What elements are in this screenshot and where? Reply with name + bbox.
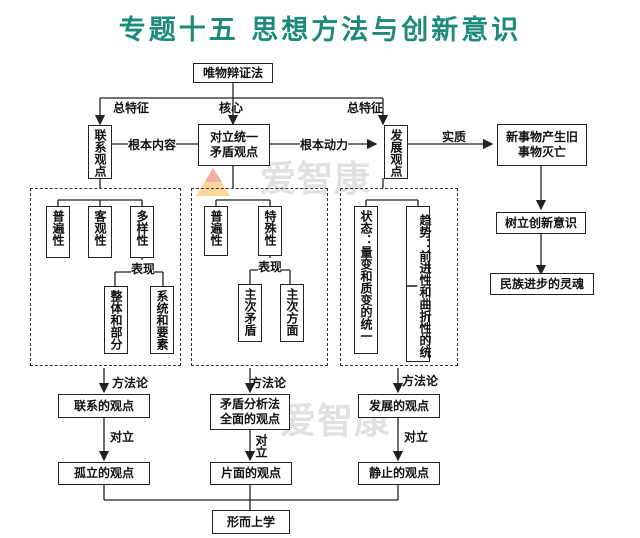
oppose-label-right: 对立 (404, 430, 429, 444)
label-left-feature: 总特征 (113, 101, 150, 115)
contradiction-group (191, 188, 328, 366)
innovation-node: 树立创新意识 (496, 212, 586, 234)
development-view-node: 发展观点 (384, 125, 408, 179)
state-node: 状态：量变和质变的统一 (354, 206, 378, 354)
link-method-node: 联系的观点 (58, 394, 150, 418)
manifest-label-left: 表现 (131, 260, 156, 277)
label-fundamental-power: 根本动力 (300, 136, 349, 153)
label-basic-content: 根本内容 (128, 136, 177, 153)
one-sided-node: 片面的观点 (210, 462, 292, 485)
universal-node-2: 普遍性 (204, 206, 228, 256)
whole-part-node: 整体和部分 (104, 286, 128, 354)
development-group (340, 188, 458, 366)
static-view-node: 静止的观点 (358, 462, 440, 485)
particular-node: 特殊性 (258, 206, 282, 256)
link-group (30, 188, 181, 366)
diverse-node: 多样性 (130, 206, 154, 258)
watermark-top: 爱智康 (260, 159, 372, 200)
main-secondary-contra-node: 主次矛盾 (238, 284, 262, 342)
contradiction-view-label: 对立统一矛盾观点 (209, 130, 258, 159)
contra-analysis-label: 矛盾分析法全面的观点 (219, 397, 280, 426)
trend-node: 趋势：前进性和曲折性的统一 (404, 206, 432, 362)
root-node: 唯物辩证法 (193, 63, 273, 83)
methodology-label-right: 方法论 (402, 374, 439, 388)
oppose-label-mid: 对立 (254, 434, 268, 458)
link-view-node: 联系观点 (88, 125, 112, 179)
isolated-view-node: 孤立的观点 (58, 462, 150, 485)
methodology-label-left: 方法论 (112, 376, 149, 390)
national-soul-node: 民族进步的灵魂 (490, 273, 594, 295)
contradiction-view-node: 对立统一矛盾观点 (198, 124, 270, 166)
universal-node-1: 普遍性 (46, 206, 70, 258)
oppose-label-left: 对立 (110, 430, 135, 444)
new-things-node: 新事物产生旧事物灭亡 (497, 124, 587, 166)
system-element-node: 系统和要素 (150, 286, 174, 354)
manifest-label-mid: 表现 (258, 258, 283, 275)
contra-analysis-node: 矛盾分析法全面的观点 (210, 394, 290, 430)
root-node-label: 唯物辩证法 (202, 65, 263, 80)
label-essence: 实质 (442, 130, 467, 144)
development-method-node: 发展的观点 (358, 394, 440, 418)
new-things-label: 新事物产生旧事物灭亡 (505, 130, 578, 159)
methodology-label-mid: 方法论 (250, 376, 287, 390)
metaphysics-node: 形而上学 (212, 510, 290, 534)
main-secondary-aspect-node: 主次方面 (280, 284, 304, 342)
label-right-feature: 总特征 (347, 101, 384, 115)
label-core: 核心 (219, 101, 244, 115)
page-title: 专题十五 思想方法与创新意识 (118, 15, 522, 46)
objective-node: 客观性 (88, 206, 112, 258)
